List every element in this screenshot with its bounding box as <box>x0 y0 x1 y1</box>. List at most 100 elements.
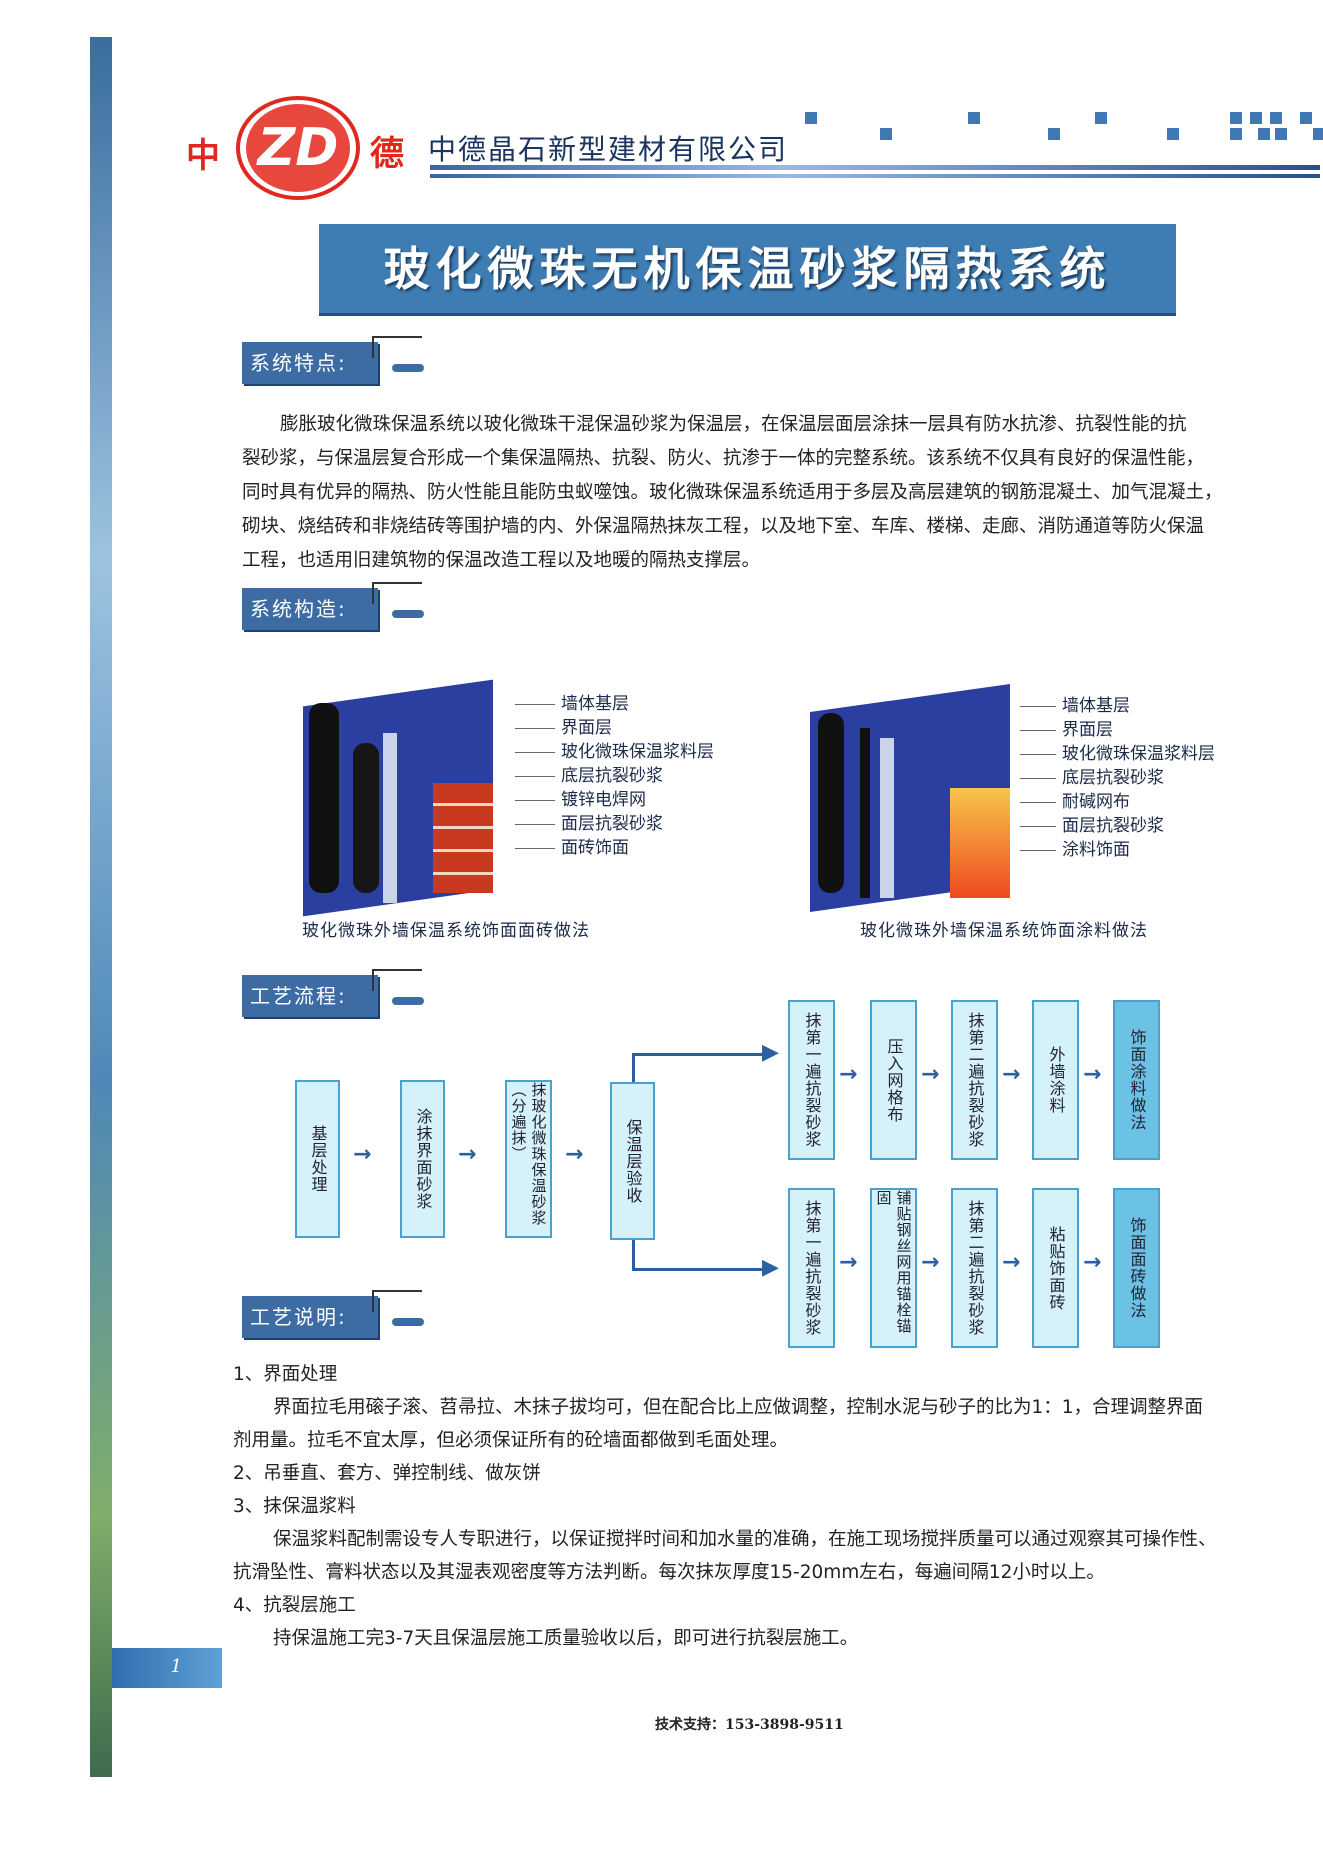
note-heading: 2、吊垂直、套方、弹控制线、做灰饼 <box>233 1463 541 1484</box>
note-heading: 3、抹保温浆料 <box>233 1496 356 1517</box>
flow-step: 铺贴钢丝网用锚栓锚固 <box>870 1188 917 1348</box>
decorative-square <box>1167 128 1179 140</box>
page-title: 玻化微珠无机保温砂浆隔热系统 <box>319 224 1176 316</box>
header-divider <box>430 165 1320 170</box>
arrow-right-icon: → <box>1002 1250 1021 1275</box>
roller-handle-icon <box>372 969 422 991</box>
text-line: 砌块、烧结砖和非烧结砖等围护墙的内、外保温隔热抹灰工程，以及地下室、车库、楼梯、… <box>242 516 1205 537</box>
layer-label: 底层抗裂砂浆 <box>515 764 714 788</box>
section-label: 工艺说明: <box>242 1296 378 1338</box>
decorative-square <box>968 112 980 124</box>
note-heading: 1、界面处理 <box>233 1364 338 1385</box>
text-line: 同时具有优异的隔热、防火性能且能防虫蚁噬蚀。玻化微珠保温系统适用于多层及高层建筑… <box>242 482 1223 503</box>
decorative-square <box>1250 112 1262 124</box>
connector-line <box>632 1268 772 1271</box>
decorative-square <box>1258 128 1270 140</box>
decorative-square <box>1230 128 1242 140</box>
left-diagram-labels: 墙体基层 界面层 玻化微珠保温浆料层 底层抗裂砂浆 镀锌电焊网 面层抗裂砂浆 面… <box>515 692 714 860</box>
flow-step: 抹玻化微珠保温砂浆（分遍抹） <box>505 1080 552 1238</box>
layer-label: 面层抗裂砂浆 <box>1020 814 1215 838</box>
section-header-notes: 工艺说明: <box>242 1290 424 1338</box>
arrow-right-icon: → <box>839 1062 858 1087</box>
layer-label: 墙体基层 <box>515 692 714 716</box>
arrow-right-icon: → <box>565 1142 584 1167</box>
decorative-square <box>1048 128 1060 140</box>
section-header-features: 系统特点: <box>242 336 424 384</box>
arrow-right-icon: → <box>1083 1062 1102 1087</box>
flow-step: 抹第一遍抗裂砂浆 <box>788 1188 835 1348</box>
layer-label: 涂料饰面 <box>1020 838 1215 862</box>
layer-label: 耐碱网布 <box>1020 790 1215 814</box>
connector-line <box>632 1053 635 1082</box>
flow-step: 压入网格布 <box>870 1000 917 1160</box>
footer-support: 技术支持：153-3898-9511 <box>655 1717 844 1733</box>
roller-handle-icon <box>372 582 422 604</box>
flow-step: 饰面面砖做法 <box>1113 1188 1160 1348</box>
note-heading: 4、抗裂层施工 <box>233 1595 356 1616</box>
section-label: 系统构造: <box>242 588 378 630</box>
layer-label: 墙体基层 <box>1020 694 1215 718</box>
wall-diagram-paint <box>810 668 1020 913</box>
flow-step: 饰面涂料做法 <box>1113 1000 1160 1160</box>
layer-label: 底层抗裂砂浆 <box>1020 766 1215 790</box>
decorative-square <box>1270 112 1282 124</box>
flow-step: 抹第二遍抗裂砂浆 <box>951 1188 998 1348</box>
text-line: 膨胀玻化微珠保温系统以玻化微珠干混保温砂浆为保温层，在保温层面层涂抹一层具有防水… <box>280 414 1187 435</box>
decorative-square <box>1313 128 1323 140</box>
flow-step: 外墙涂料 <box>1032 1000 1079 1160</box>
note-text: 界面拉毛用磙子滚、苕帚拉、木抹子拔均可，但在配合比上应做调整，控制水泥与砂子的比… <box>273 1397 1204 1418</box>
section-header-flow: 工艺流程: <box>242 969 424 1017</box>
logo-right-char: 德 <box>370 134 404 174</box>
section-header-structure: 系统构造: <box>242 582 424 630</box>
flow-step: 粘贴饰面砖 <box>1032 1188 1079 1348</box>
wall-diagram-tile <box>303 663 513 917</box>
decorative-square <box>1275 128 1287 140</box>
arrow-right-icon: → <box>458 1142 477 1167</box>
connector-line <box>632 1053 772 1056</box>
decorative-square <box>1300 112 1312 124</box>
flow-step: 基层处理 <box>295 1080 340 1238</box>
note-text: 抗滑坠性、膏料状态以及其湿表观密度等方法判断。每次抹灰厚度15-20mm左右，每… <box>233 1562 1105 1583</box>
roller-handle-icon <box>372 1290 422 1312</box>
layer-label: 玻化微珠保温浆料层 <box>515 740 714 764</box>
text-line: 工程，也适用旧建筑物的保温改造工程以及地暖的隔热支撑层。 <box>242 550 761 571</box>
decorative-square <box>880 128 892 140</box>
arrow-right-icon: ▶ <box>762 1255 779 1280</box>
roller-icon <box>392 610 424 618</box>
note-text: 剂用量。拉毛不宜太厚，但必须保证所有的砼墙面都做到毛面处理。 <box>233 1430 789 1451</box>
arrow-right-icon: → <box>1083 1250 1102 1275</box>
logo-mark: ZD <box>246 104 350 192</box>
roller-icon <box>392 1318 424 1326</box>
company-name: 中德晶石新型建材有限公司 <box>428 133 789 166</box>
flow-step: 抹第一遍抗裂砂浆 <box>788 1000 835 1160</box>
decorative-square <box>1095 112 1107 124</box>
header-divider <box>430 174 1320 178</box>
arrow-right-icon: → <box>1002 1062 1021 1087</box>
decorative-square <box>1230 112 1242 124</box>
flow-step: 保温层验收 <box>610 1082 655 1240</box>
diagram-caption-tile: 玻化微珠外墙保温系统饰面面砖做法 <box>302 921 590 941</box>
logo-left-char: 中 <box>186 136 220 176</box>
arrow-right-icon: → <box>921 1062 940 1087</box>
right-diagram-labels: 墙体基层 界面层 玻化微珠保温浆料层 底层抗裂砂浆 耐碱网布 面层抗裂砂浆 涂料… <box>1020 694 1215 862</box>
arrow-right-icon: ▶ <box>762 1040 779 1065</box>
decorative-side-strip <box>90 37 112 1777</box>
layer-label: 界面层 <box>1020 718 1215 742</box>
flow-step: 抹第二遍抗裂砂浆 <box>951 1000 998 1160</box>
roller-icon <box>392 364 424 372</box>
layer-label: 玻化微珠保温浆料层 <box>1020 742 1215 766</box>
notes-list: 1、界面处理 界面拉毛用磙子滚、苕帚拉、木抹子拔均可，但在配合比上应做调整，控制… <box>233 1358 1283 1655</box>
text-line: 裂砂浆，与保温层复合形成一个集保温隔热、抗裂、防火、抗渗于一体的完整系统。该系统… <box>242 448 1205 469</box>
arrow-right-icon: → <box>839 1250 858 1275</box>
arrow-right-icon: → <box>921 1250 940 1275</box>
features-paragraph: 膨胀玻化微珠保温系统以玻化微珠干混保温砂浆为保温层，在保温层面层涂抹一层具有防水… <box>242 408 1262 578</box>
flow-step: 涂抹界面砂浆 <box>400 1080 445 1238</box>
roller-icon <box>392 997 424 1005</box>
section-label: 工艺流程: <box>242 975 378 1017</box>
decorative-square <box>805 112 817 124</box>
page-number: 1 <box>112 1648 222 1688</box>
connector-line <box>632 1240 635 1270</box>
diagram-caption-paint: 玻化微珠外墙保温系统饰面涂料做法 <box>860 921 1148 941</box>
arrow-right-icon: → <box>353 1142 372 1167</box>
layer-label: 面层抗裂砂浆 <box>515 812 714 836</box>
